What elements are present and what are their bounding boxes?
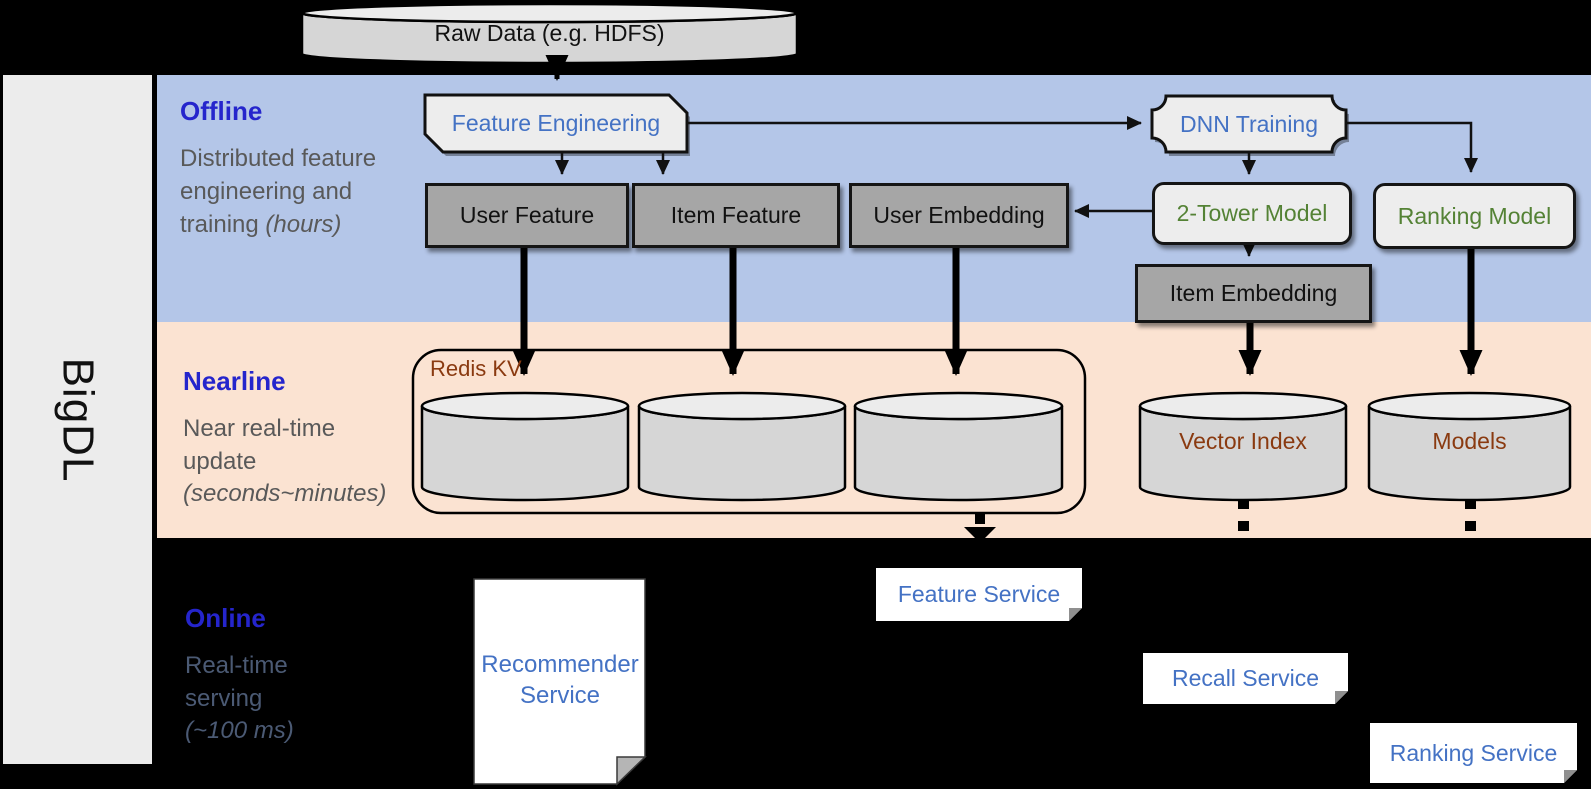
- item-feature-node: Item Feature: [632, 183, 840, 248]
- dash-models-1: [1465, 499, 1476, 509]
- offline-section-note: (hours): [265, 211, 342, 238]
- models-cylinder: [1367, 391, 1572, 502]
- online-section-title: Online: [185, 603, 266, 633]
- redis-kv-container: [411, 348, 1087, 515]
- redis-kv-label: Redis KV: [430, 356, 522, 381]
- nearline-section-title: Nearline: [183, 366, 286, 396]
- offline-section-title: Offline: [180, 96, 263, 126]
- thick-arrows: [512, 242, 1483, 376]
- offline-section-desc: Distributed feature engineering and trai…: [180, 145, 377, 238]
- redis-cylinder-1: [420, 391, 630, 502]
- dashed-connectors: [964, 499, 1476, 543]
- models-label: Models: [1432, 427, 1507, 454]
- bigdl-brand-label: BigDL: [53, 357, 103, 482]
- dash-vector-index-1: [1238, 499, 1249, 509]
- ranking-model-node: Ranking Model: [1373, 183, 1576, 249]
- nearline-section-desc: Near real-time update: [183, 415, 336, 475]
- dash-vector-index-2: [1238, 521, 1249, 531]
- online-section-note: (~100 ms): [185, 717, 294, 744]
- item-embedding-node: Item Embedding: [1135, 264, 1372, 323]
- dash-redis-to-feature-service: [975, 514, 985, 524]
- bigdl-sidebar: BigDL: [3, 75, 152, 764]
- online-section-desc: Real-time serving: [185, 652, 288, 712]
- vector-index-cylinder: [1138, 391, 1348, 502]
- user-embedding-node: User Embedding: [849, 183, 1069, 248]
- redis-cylinder-2: [637, 391, 847, 502]
- nearline-section-note: (seconds~minutes): [183, 480, 387, 507]
- recommender-service-document: [473, 578, 647, 786]
- recommender-service-label: Recommender Service: [481, 651, 639, 709]
- two-tower-model-node: 2-Tower Model: [1152, 182, 1352, 245]
- raw-data-label: Raw Data (e.g. HDFS): [434, 20, 665, 46]
- feature-engineering-node: Feature Engineering: [451, 110, 661, 136]
- user-feature-node: User Feature: [425, 183, 629, 248]
- dash-arrowhead-feature-service: [964, 527, 996, 543]
- thin-arrows: [555, 116, 1478, 257]
- raw-data-cylinder: [300, 2, 799, 65]
- feature-engineering-shape: [423, 93, 690, 156]
- dnn-training-shape: [1150, 94, 1349, 156]
- dnn-training-node: DNN Training: [1179, 110, 1319, 137]
- arrow-dnn-to-ranking-model: [1346, 121, 1478, 173]
- feature-service-node: Feature Service: [876, 568, 1082, 621]
- vector-index-label: Vector Index: [1179, 427, 1307, 454]
- redis-cylinder-3: [853, 391, 1064, 502]
- ranking-service-node: Ranking Service: [1370, 723, 1577, 783]
- dash-models-2: [1465, 521, 1476, 531]
- recall-service-node: Recall Service: [1143, 653, 1348, 704]
